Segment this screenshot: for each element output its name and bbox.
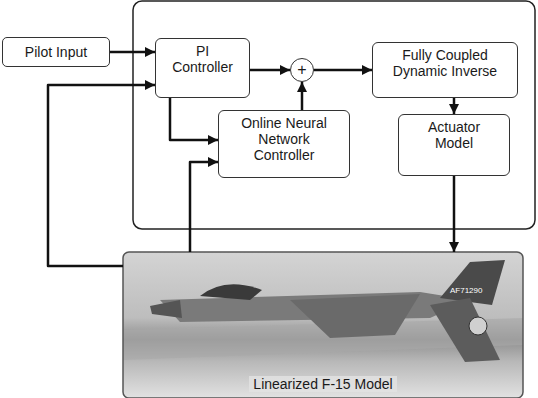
- node-label: PI Controller: [168, 43, 238, 75]
- process-box: Online Neural Network Controller: [218, 110, 350, 178]
- signal-arrow: [250, 69, 290, 72]
- signal-arrow: [48, 85, 155, 266]
- process-box: PI Controller: [155, 38, 250, 98]
- nose: [150, 300, 182, 318]
- vertical-tail: [440, 260, 505, 305]
- tail-number: AF71290: [450, 286, 482, 295]
- wing: [290, 294, 420, 338]
- signal-arrow: [110, 51, 155, 54]
- signal-arrow: [453, 176, 456, 252]
- node-label: Pilot Input: [25, 44, 87, 60]
- signal-arrow: [314, 69, 372, 72]
- photo-border: [123, 252, 523, 398]
- signal-arrow: [190, 162, 218, 252]
- tail-emblem: [469, 317, 487, 335]
- canopy: [200, 284, 262, 300]
- second-tail: [430, 298, 500, 362]
- summing-junction: +: [290, 58, 314, 82]
- signal-arrow: [170, 98, 218, 140]
- signal-arrow: [453, 98, 456, 114]
- sky-ground: [123, 252, 523, 398]
- photo-scene: [123, 252, 523, 398]
- process-box: Actuator Model: [398, 114, 510, 176]
- process-box: Fully Coupled Dynamic Inverse: [372, 42, 518, 98]
- node-label: Fully Coupled Dynamic Inverse: [385, 47, 505, 79]
- aircraft-model-panel: Linearized F-15 Model: [123, 252, 523, 398]
- controller-panel: [133, 1, 535, 229]
- node-label: Linearized F-15 Model: [249, 376, 396, 392]
- input-box: Pilot Input: [2, 37, 110, 67]
- sum-sign: +: [297, 61, 306, 79]
- node-label: Online Neural Network Controller: [234, 115, 334, 163]
- node-label: Actuator Model: [414, 119, 494, 151]
- signal-arrow: [301, 82, 304, 110]
